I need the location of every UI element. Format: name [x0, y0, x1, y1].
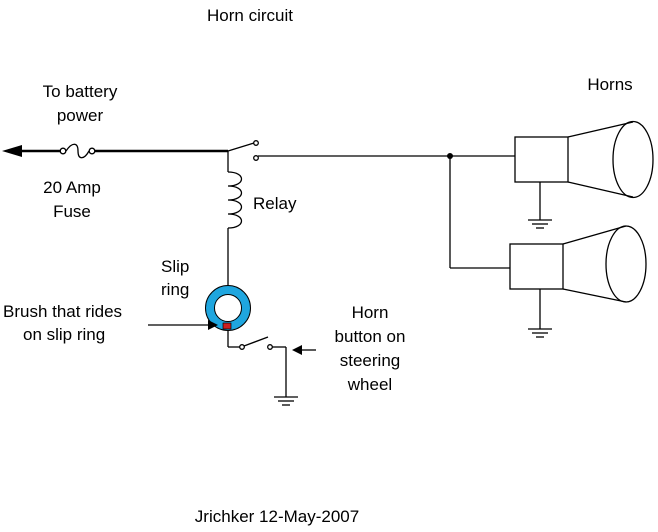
slip-ring-label-line1: Slip — [161, 257, 189, 276]
brush-pointer-arrow-icon — [148, 320, 218, 330]
horn-2-icon — [509, 225, 647, 338]
fuse-label-line2: Fuse — [53, 202, 91, 221]
horn-1-icon — [514, 120, 654, 229]
brush-label-line2: on slip ring — [23, 325, 105, 344]
button-label-line3: steering — [340, 351, 400, 370]
fuse-icon — [59, 143, 96, 159]
battery-label-line1: To battery — [43, 82, 118, 101]
horns-label: Horns — [587, 75, 632, 94]
diagram-title: Horn circuit — [207, 6, 293, 25]
battery-label-line2: power — [57, 106, 104, 125]
relay-label: Relay — [253, 194, 297, 213]
slip-ring-label-line2: ring — [161, 280, 189, 299]
button-pointer-arrow-icon — [292, 345, 316, 355]
button-label-line1: Horn — [352, 303, 389, 322]
fuse-label-line1: 20 Amp — [43, 178, 101, 197]
relay-switch-icon — [227, 140, 259, 161]
horn-button-switch-icon — [239, 336, 273, 350]
battery-arrow-icon — [2, 145, 22, 157]
brush-label-line1: Brush that rides — [3, 302, 122, 321]
button-label-line2: button on — [335, 327, 406, 346]
ground-icon — [274, 396, 298, 406]
brush-icon — [222, 322, 232, 330]
author-credit: Jrichker 12-May-2007 — [195, 507, 359, 526]
button-label-line4: wheel — [347, 375, 392, 394]
relay-coil-icon — [227, 171, 243, 229]
